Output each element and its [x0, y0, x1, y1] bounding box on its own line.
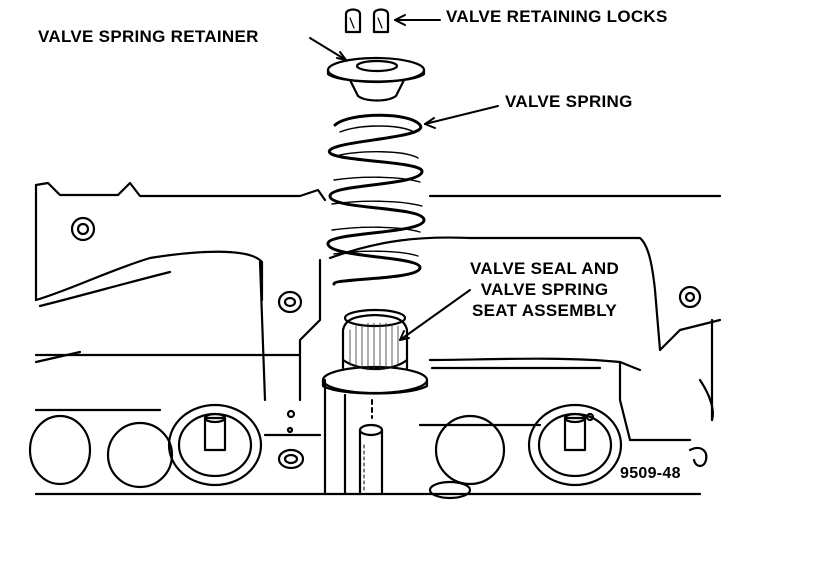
label-valve-retaining-locks: VALVE RETAINING LOCKS	[446, 7, 668, 26]
head-bolt-lower-left	[277, 448, 305, 470]
spring-pocket-right-a	[428, 414, 506, 500]
head-bolt-upper-left	[70, 216, 96, 242]
head-bolt-right	[678, 285, 702, 309]
head-bolt-mid-left	[277, 290, 303, 314]
valve-spring-retainer	[326, 56, 426, 102]
label-valve-spring-retainer: VALVE SPRING RETAINER	[38, 27, 259, 46]
valve-retaining-locks	[344, 8, 390, 34]
valve-stem	[358, 399, 384, 496]
leader-lines	[309, 14, 499, 341]
label-valve-spring: VALVE SPRING	[505, 92, 633, 111]
spring-pocket-left-a	[28, 414, 174, 489]
rocker-boss-right	[527, 403, 623, 487]
valve-seal-assembly	[321, 308, 429, 395]
label-valve-seal-assembly: VALVE SEAL AND VALVE SPRING SEAT ASSEMBL…	[470, 259, 620, 320]
valve-spring	[326, 113, 426, 286]
figure-id: 9509-48	[620, 465, 681, 482]
rocker-boss-left	[167, 403, 263, 487]
cylinder-head	[34, 181, 722, 496]
